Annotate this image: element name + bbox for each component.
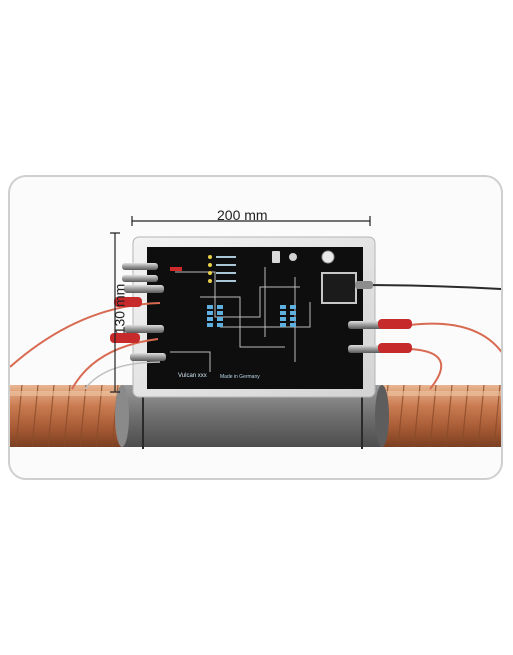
left-cables: [10, 263, 166, 390]
display-window: [321, 272, 357, 304]
made-in-label: Made in Germany: [220, 374, 260, 380]
height-dimension-line: [110, 232, 120, 393]
control-unit: [132, 236, 376, 398]
indicator-light-icon: [321, 250, 335, 264]
product-image-card: 200 mm 130 mm Vulcan xxx Made in Germany: [8, 175, 503, 480]
switch-icon: [272, 251, 280, 263]
button-icon: [289, 253, 297, 261]
width-dimension-line: [131, 216, 371, 226]
brand-label: Vulcan xxx: [178, 373, 207, 379]
height-dimension-label: 130 mm: [111, 283, 128, 335]
status-leds: [208, 255, 236, 283]
width-dimension-label: 200 mm: [217, 207, 268, 223]
right-cables: [348, 281, 501, 390]
device-scene: [10, 216, 501, 449]
